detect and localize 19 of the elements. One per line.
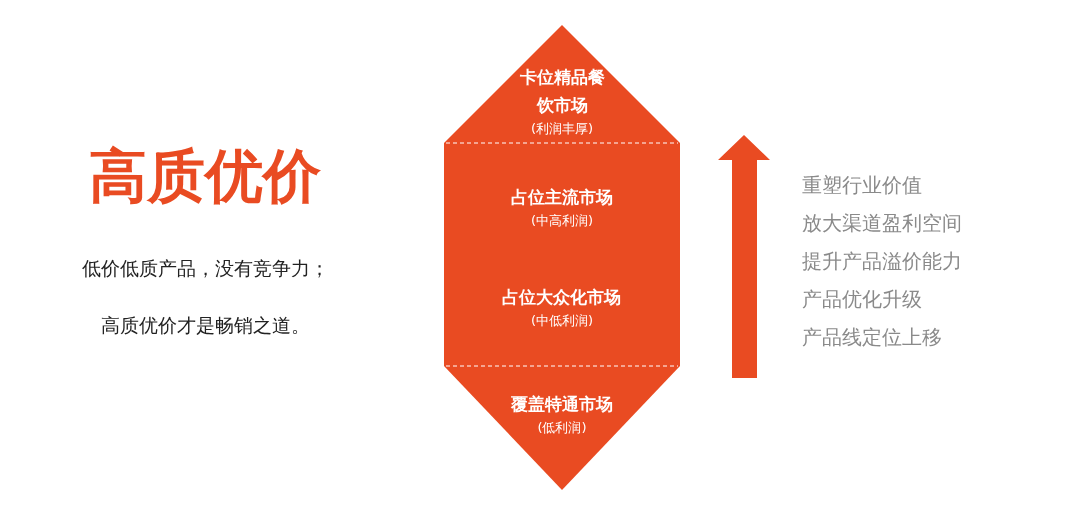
profit-note: (中低利润) xyxy=(530,311,594,330)
benefit-text: 产品线定位上移 xyxy=(802,324,942,351)
market-tier-band xyxy=(444,143,680,366)
note-text: 高质优价才是畅销之道。 xyxy=(99,313,311,338)
tier-name: 占位主流市场 xyxy=(510,186,614,209)
market-tier-triangle xyxy=(444,366,680,490)
benefit-text: 提升产品溢价能力 xyxy=(802,248,962,275)
tier-name: 卡位精品餐饮市场 xyxy=(518,66,606,117)
benefit-text: 放大渠道盈利空间 xyxy=(802,210,962,237)
title: 高质优价 xyxy=(88,141,322,212)
note-text: 低价低质产品，没有竞争力； xyxy=(80,256,330,281)
profit-note: (利润丰厚) xyxy=(530,120,594,138)
profit-note: (中高利润) xyxy=(530,212,594,230)
tier-name: 占位大众化市场 xyxy=(501,285,623,309)
benefit-text: 重塑行业价值 xyxy=(802,172,922,199)
benefit-text: 产品优化升级 xyxy=(802,286,922,313)
profit-note: (低利润) xyxy=(537,419,587,437)
market-tier-triangle xyxy=(444,25,680,143)
tier-name: 覆盖特通市场 xyxy=(510,393,614,416)
